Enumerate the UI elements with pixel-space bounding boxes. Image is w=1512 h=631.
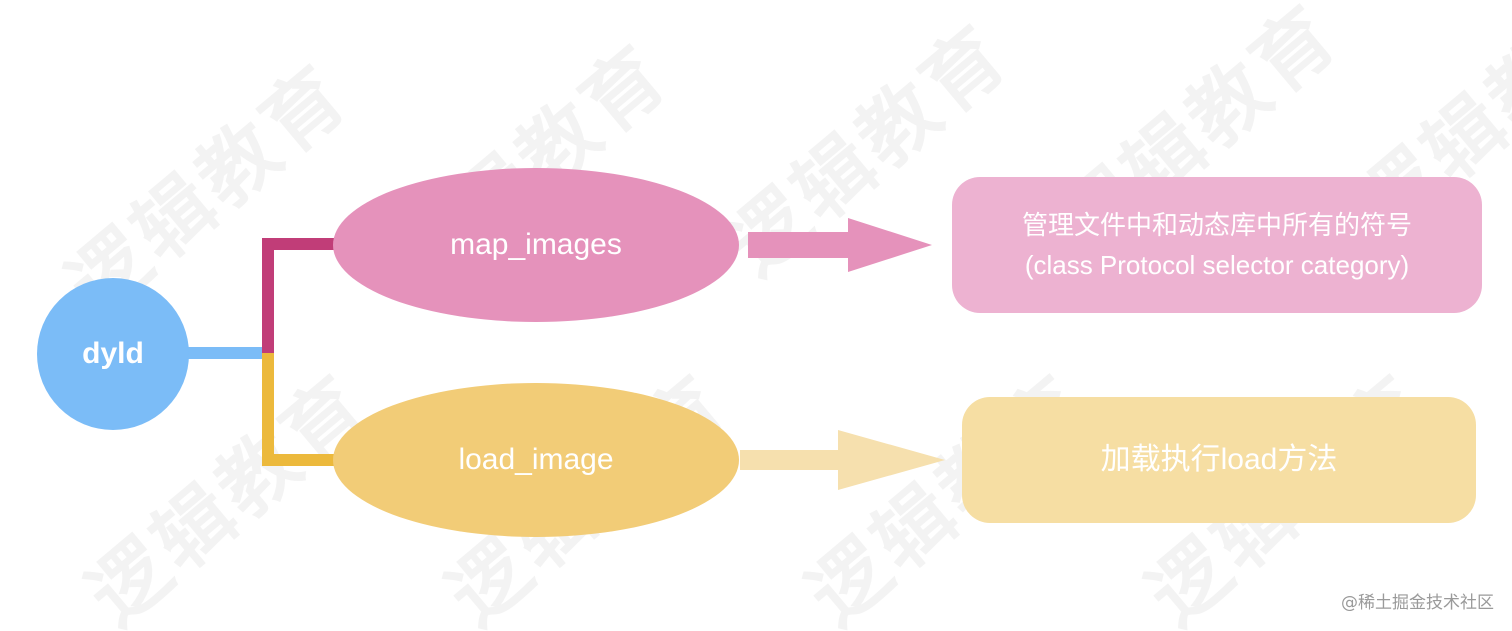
load-image-label: load_image bbox=[458, 443, 614, 476]
result-line: 管理文件中和动态库中所有的符号 bbox=[1021, 210, 1412, 240]
arrow-right-icon bbox=[748, 218, 932, 272]
arrow-right-icon bbox=[740, 430, 945, 490]
load-image-result-box: 加载执行load方法 bbox=[962, 397, 1476, 523]
result-line: (class Protocol selector category) bbox=[1024, 250, 1410, 280]
dyld-node: dyld bbox=[37, 278, 189, 430]
load-image-connector bbox=[262, 353, 340, 466]
map-images-label: map_images bbox=[450, 228, 622, 261]
credit-text: @稀土掘金技术社区 bbox=[1341, 593, 1494, 613]
load-image-node: load_image bbox=[333, 383, 739, 537]
map-images-node: map_images bbox=[333, 168, 739, 322]
dyld-label: dyld bbox=[82, 337, 144, 370]
result-line: 加载执行load方法 bbox=[1100, 443, 1338, 476]
map-images-connector bbox=[262, 238, 340, 353]
map-images-result-box: 管理文件中和动态库中所有的符号 (class Protocol selector… bbox=[952, 177, 1482, 313]
